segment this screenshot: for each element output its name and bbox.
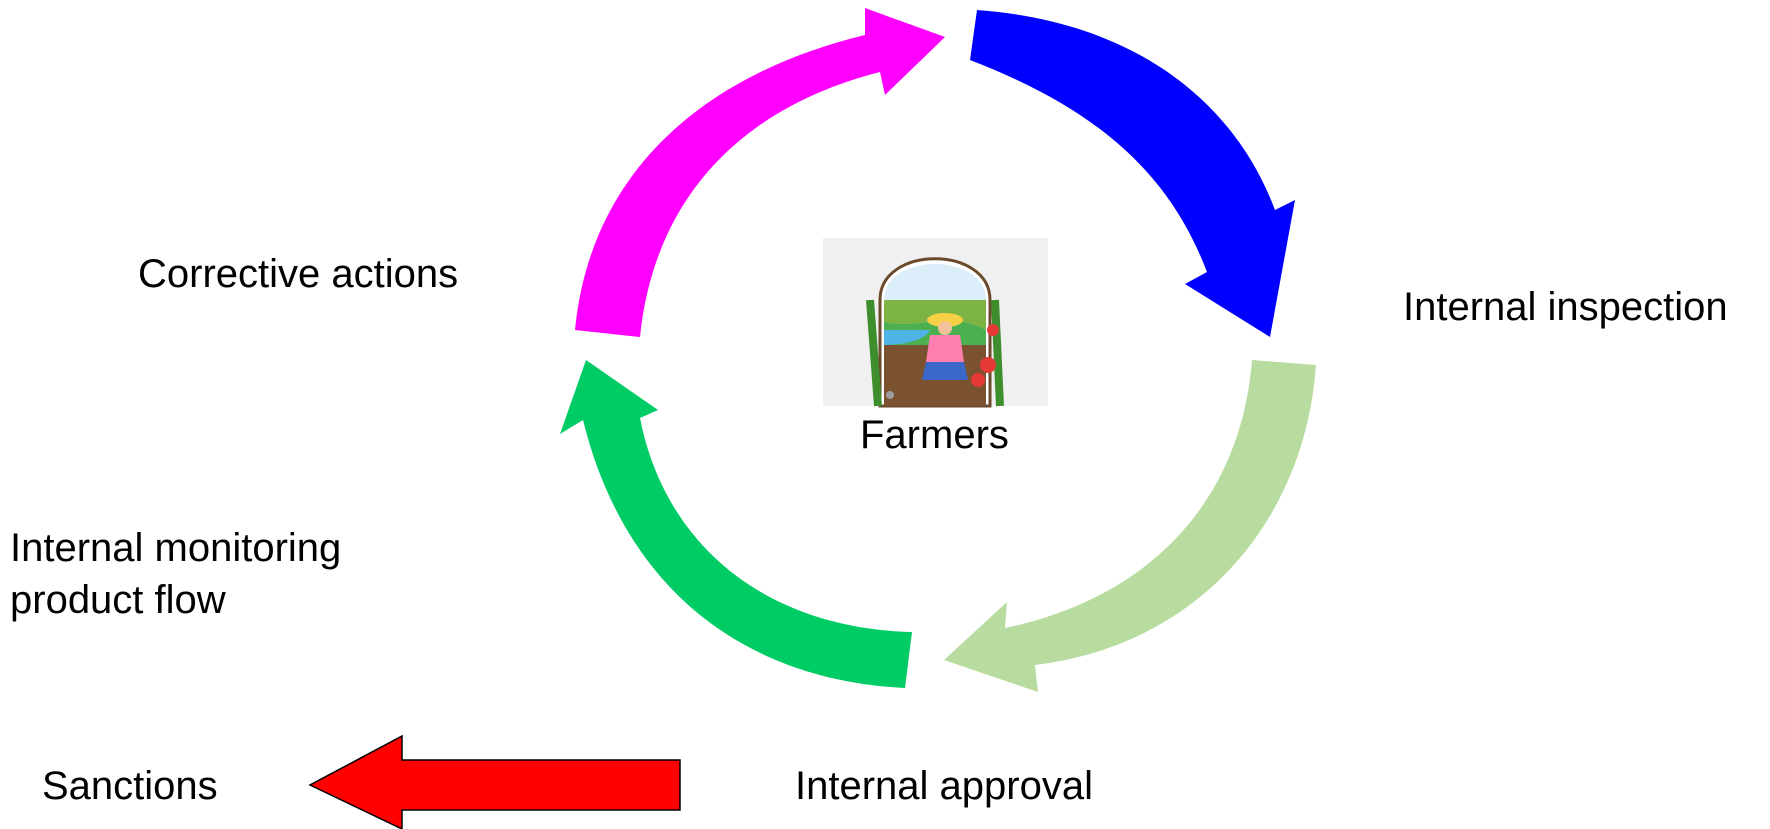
center-label: Farmers <box>860 413 1009 457</box>
step-label-line: Internal monitoring <box>10 526 342 570</box>
inspection-cycle-arrow <box>970 10 1295 337</box>
step-label-internal-inspection: Internal inspection <box>1403 285 1728 329</box>
approval-cycle-arrow <box>944 360 1316 692</box>
exit-label-sanctions: Sanctions <box>42 764 218 808</box>
sanctions-arrow <box>308 734 681 829</box>
step-label-internal-approval: Internal approval <box>795 764 1093 808</box>
step-label-line: product flow <box>10 578 226 622</box>
step-label-corrective-actions: Corrective actions <box>138 252 459 296</box>
farmer-illustration <box>823 238 1048 408</box>
step-label-internal-monitoring: Internal monitoring product flow <box>10 522 341 626</box>
corrective-cycle-arrow <box>575 8 945 337</box>
monitoring-cycle-arrow <box>560 360 912 688</box>
